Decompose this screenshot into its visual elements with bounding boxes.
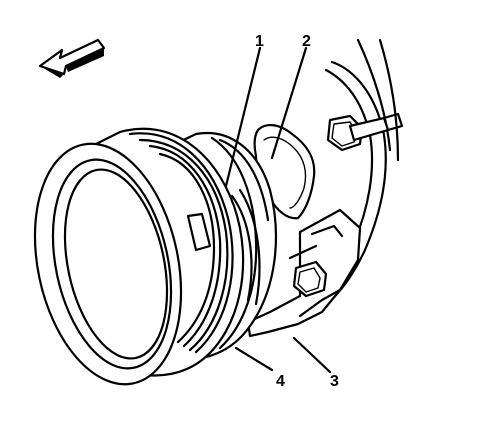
callout-1: 1 — [255, 33, 264, 50]
bolt-upper — [326, 112, 404, 152]
leader-line-4 — [234, 346, 274, 372]
bolt-lower — [292, 260, 328, 298]
leader-lines — [224, 46, 332, 374]
callout-4: 4 — [276, 373, 285, 390]
crankshaft-pulley — [33, 127, 278, 386]
leader-line-2 — [270, 46, 308, 160]
callout-3: 3 — [330, 373, 339, 390]
arrow-left-icon — [38, 38, 106, 78]
leader-line-3 — [292, 336, 332, 374]
leader-line-1 — [224, 46, 262, 188]
callout-2: 2 — [302, 33, 311, 50]
